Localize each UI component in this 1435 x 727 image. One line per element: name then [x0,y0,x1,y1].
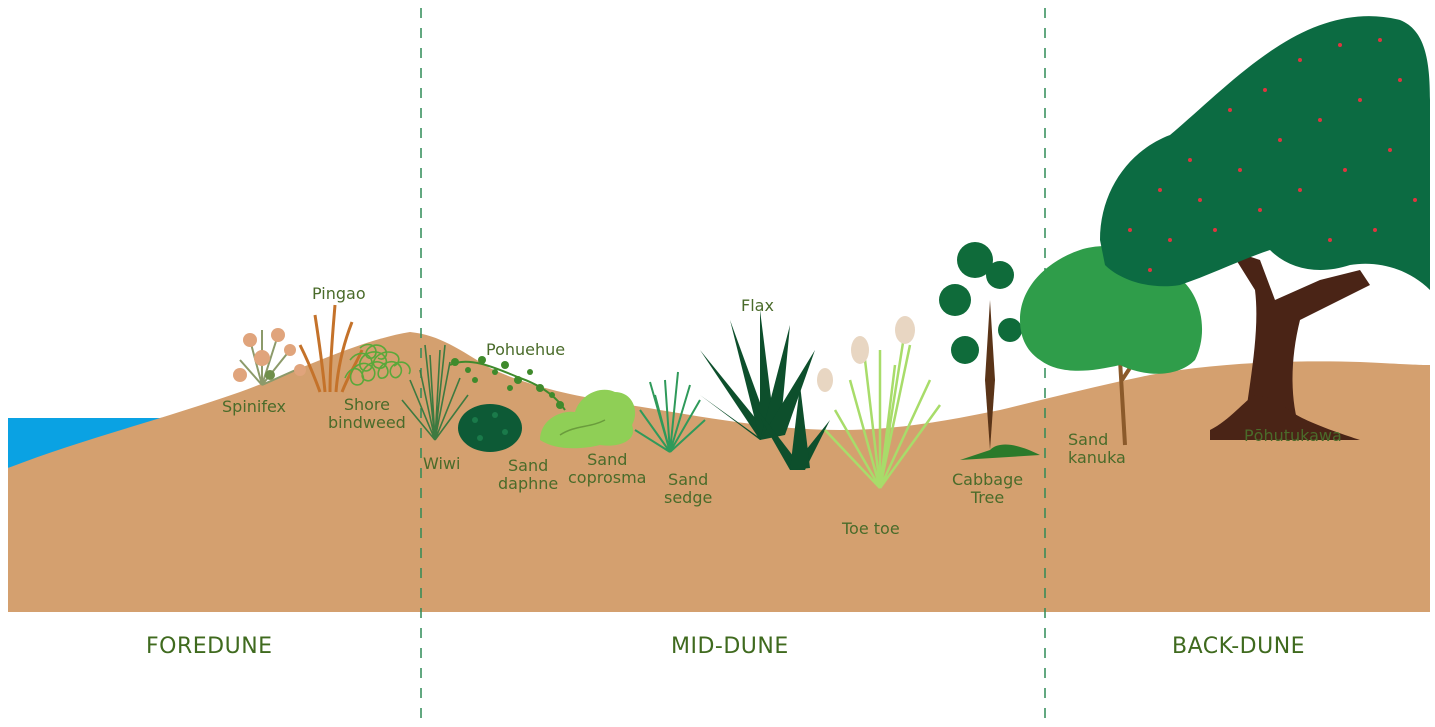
label-shore-bindweed-line2: bindweed [328,414,406,432]
label-flax: Flax [741,297,774,315]
label-sand-daphne-line1: Sand [498,457,558,475]
label-wiwi: Wiwi [423,455,460,473]
label-sand-sedge-line2: sedge [664,489,712,507]
zone-label-foredune: FOREDUNE [146,634,273,659]
label-pohuehue: Pohuehue [486,341,565,359]
label-cabbage-tree-line1: Cabbage [952,471,1023,489]
label-pingao: Pingao [312,285,366,303]
label-toe-toe: Toe toe [842,520,900,538]
label-sand-kanuka-line1: Sand [1068,431,1126,449]
zone-label-middune: MID-DUNE [671,634,789,659]
label-sand-kanuka: Sand kanuka [1068,431,1126,467]
label-spinifex: Spinifex [222,398,286,416]
label-shore-bindweed: Shore bindweed [328,396,406,432]
label-sand-kanuka-line2: kanuka [1068,449,1126,467]
label-sand-coprosma-line2: coprosma [568,469,646,487]
sand-daphne-plant [458,404,522,452]
label-sand-coprosma-line1: Sand [568,451,646,469]
zone-label-backdune: BACK-DUNE [1172,634,1305,659]
label-sand-sedge-line1: Sand [664,471,712,489]
label-cabbage-tree: Cabbage Tree [952,471,1023,507]
label-pohutukawa: Pōhutukawa [1244,427,1342,445]
label-sand-sedge: Sand sedge [664,471,712,507]
label-sand-coprosma: Sand coprosma [568,451,646,487]
label-shore-bindweed-line1: Shore [328,396,406,414]
label-sand-daphne-line2: daphne [498,475,558,493]
label-cabbage-tree-line2: Tree [952,489,1023,507]
label-sand-daphne: Sand daphne [498,457,558,493]
